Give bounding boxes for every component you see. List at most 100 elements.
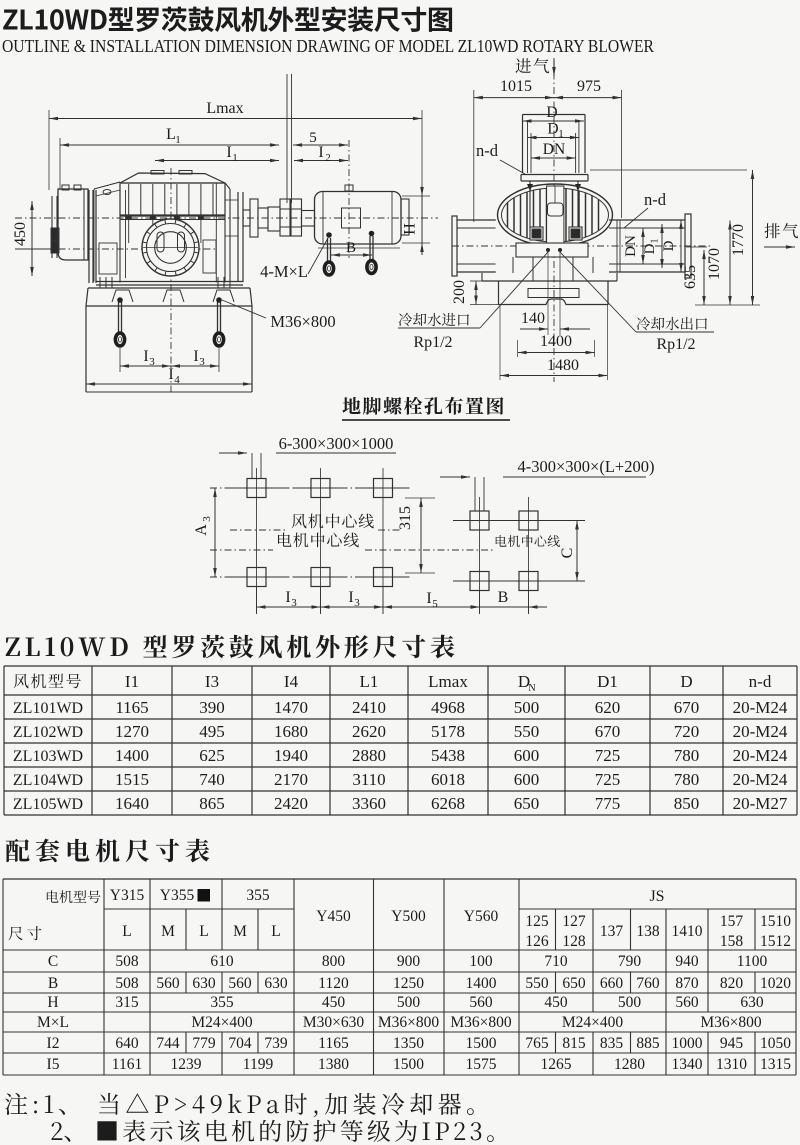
svg-text:4-M×L: 4-M×L (260, 262, 308, 281)
svg-text:3: 3 (291, 597, 297, 609)
svg-text:I3: I3 (205, 672, 219, 691)
svg-text:1340: 1340 (672, 1056, 703, 1073)
svg-text:5178: 5178 (431, 722, 465, 741)
svg-text:740: 740 (199, 770, 225, 789)
svg-text:550: 550 (525, 975, 549, 992)
svg-text:1512: 1512 (760, 933, 791, 950)
svg-text:1470: 1470 (274, 698, 308, 717)
svg-text:Y450: Y450 (316, 908, 351, 925)
svg-text:3: 3 (354, 597, 360, 609)
svg-text:560: 560 (156, 975, 180, 992)
svg-text:625: 625 (199, 746, 225, 765)
svg-text:835: 835 (600, 1035, 624, 1052)
svg-text:n-d: n-d (749, 672, 772, 691)
svg-text:2: 2 (325, 152, 331, 164)
svg-text:630: 630 (264, 975, 288, 992)
svg-text:L: L (199, 923, 208, 940)
svg-text:450: 450 (322, 994, 346, 1011)
svg-text:1250: 1250 (393, 975, 424, 992)
svg-text:870: 870 (675, 975, 699, 992)
svg-text:1500: 1500 (393, 1056, 424, 1073)
svg-text:20-M24: 20-M24 (733, 698, 788, 717)
svg-text:1120: 1120 (318, 975, 349, 992)
svg-text:650: 650 (562, 975, 586, 992)
svg-text:1020: 1020 (760, 975, 791, 992)
svg-text:779: 779 (192, 1035, 216, 1052)
svg-text:500: 500 (618, 994, 642, 1011)
svg-text:1350: 1350 (393, 1035, 424, 1052)
svg-text:I: I (226, 144, 231, 161)
svg-text:1380: 1380 (318, 1056, 349, 1073)
svg-text:3: 3 (201, 516, 213, 522)
svg-text:640: 640 (115, 1035, 139, 1052)
svg-text:C: C (559, 548, 576, 559)
svg-text:1940: 1940 (274, 746, 308, 765)
svg-text:M36×800: M36×800 (700, 1014, 762, 1031)
svg-text:Lmax: Lmax (428, 672, 468, 691)
svg-text:5: 5 (432, 598, 438, 610)
svg-text:M36×800: M36×800 (378, 1014, 440, 1031)
svg-text:1015: 1015 (500, 78, 532, 95)
svg-text:20-M24: 20-M24 (733, 746, 788, 765)
svg-text:I: I (285, 589, 290, 606)
svg-text:126: 126 (525, 933, 549, 950)
svg-text:2620: 2620 (352, 722, 386, 741)
svg-text:I4: I4 (284, 672, 299, 691)
svg-text:1165: 1165 (115, 698, 148, 717)
svg-text:Y500: Y500 (391, 908, 426, 925)
svg-text:508: 508 (115, 975, 139, 992)
svg-text:6018: 6018 (431, 770, 465, 789)
svg-text:1770: 1770 (730, 224, 747, 256)
svg-text:n-d: n-d (476, 141, 499, 160)
svg-text:H: H (47, 994, 58, 1011)
svg-text:550: 550 (514, 722, 540, 741)
svg-text:Y355: Y355 (160, 887, 195, 904)
svg-text:1680: 1680 (274, 722, 308, 741)
svg-text:1000: 1000 (672, 1035, 703, 1052)
svg-text:M36×800: M36×800 (270, 312, 335, 331)
svg-text:560: 560 (675, 994, 699, 1011)
svg-text:800: 800 (322, 953, 346, 970)
svg-text:4-300×300×(L+200): 4-300×300×(L+200) (518, 457, 655, 476)
svg-text:6-300×300×1000: 6-300×300×1000 (279, 434, 394, 453)
svg-text:n-d: n-d (644, 190, 667, 209)
svg-text:900: 900 (397, 953, 421, 970)
svg-text:1640: 1640 (115, 794, 149, 813)
svg-text:ZL102WD: ZL102WD (13, 724, 83, 741)
svg-text:1161: 1161 (112, 1056, 142, 1073)
svg-text:L1: L1 (360, 672, 379, 691)
svg-text:1575: 1575 (466, 1056, 497, 1073)
svg-text:495: 495 (199, 722, 225, 741)
svg-text:1400: 1400 (115, 746, 149, 765)
svg-text:1: 1 (558, 128, 564, 140)
svg-text:ZL105WD: ZL105WD (13, 796, 83, 813)
svg-text:20-M24: 20-M24 (733, 722, 788, 741)
svg-text:100: 100 (469, 953, 493, 970)
svg-text:128: 128 (562, 933, 586, 950)
svg-text:6268: 6268 (431, 794, 465, 813)
svg-text:B: B (48, 975, 58, 992)
svg-text:1410: 1410 (672, 923, 703, 940)
svg-text:1480: 1480 (547, 357, 579, 374)
svg-text:500: 500 (514, 698, 540, 717)
svg-text:B: B (346, 240, 356, 256)
svg-text:1280: 1280 (614, 1056, 645, 1073)
svg-text:125: 125 (525, 913, 549, 930)
svg-text:500: 500 (397, 994, 421, 1011)
svg-text:137: 137 (600, 923, 624, 940)
svg-text:600: 600 (514, 770, 540, 789)
svg-text:M36×800: M36×800 (450, 1014, 512, 1031)
svg-text:D: D (546, 104, 557, 121)
svg-text:1070: 1070 (706, 248, 723, 280)
svg-text:1500: 1500 (466, 1035, 497, 1052)
svg-text:140: 140 (521, 310, 545, 327)
svg-text:DN: DN (623, 235, 639, 257)
svg-text:I: I (168, 366, 173, 383)
svg-text:Rp1/2: Rp1/2 (656, 336, 695, 353)
svg-text:820: 820 (720, 975, 744, 992)
svg-text:739: 739 (264, 1035, 288, 1052)
svg-text:5: 5 (309, 130, 317, 146)
svg-text:790: 790 (618, 953, 642, 970)
svg-text:I2: I2 (47, 1035, 60, 1052)
svg-text:3360: 3360 (352, 794, 386, 813)
